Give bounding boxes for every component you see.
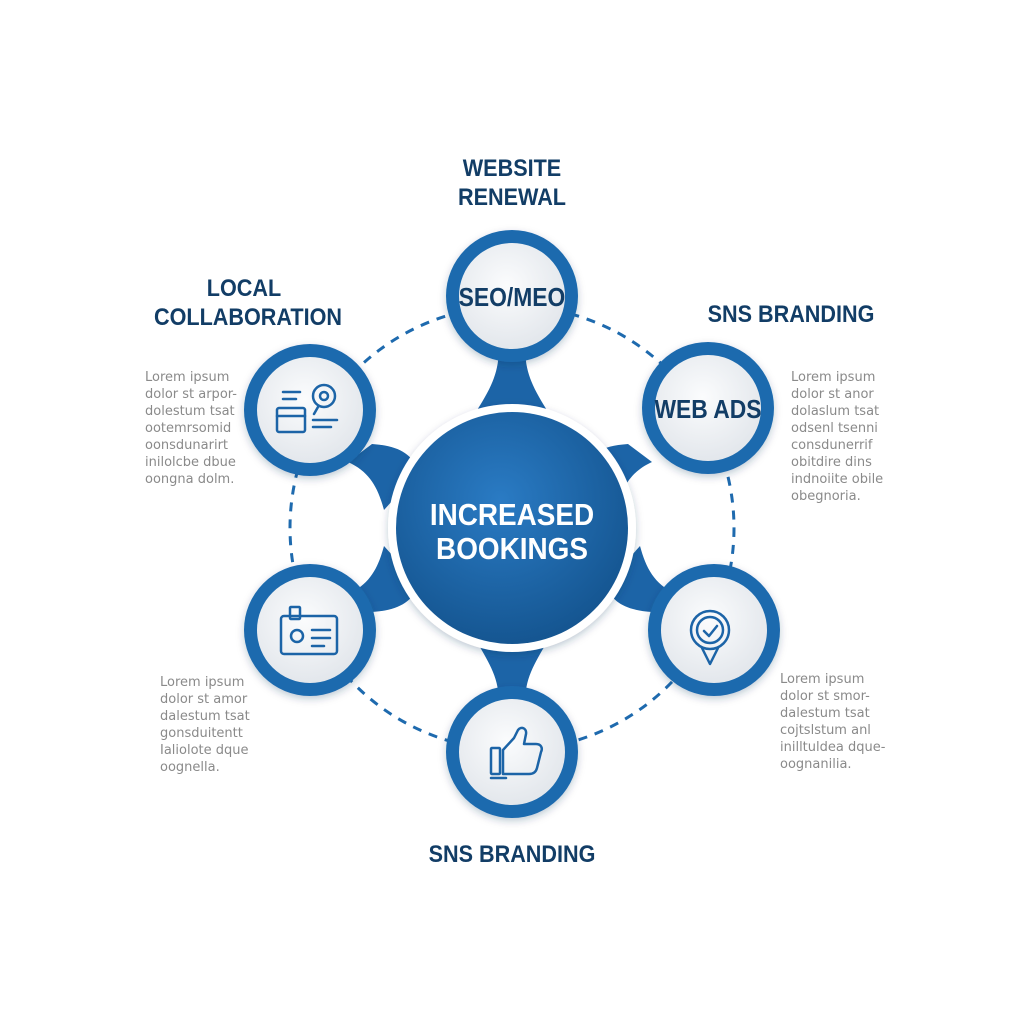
- label-sns-branding-bottom-text: SNS BRANDING: [428, 841, 596, 868]
- center-title-line-2: BOOKINGS: [436, 532, 588, 567]
- description-line: dolaslum tsat: [791, 404, 880, 419]
- description-line: oongna dolm.: [145, 472, 235, 487]
- description-line: Ialiolote dque: [160, 743, 249, 758]
- center-circle: [396, 412, 628, 644]
- thumbs-up-icon: [489, 726, 544, 780]
- description-lower-right: Lorem ipsum dolor st smor- dalestum tsat…: [780, 671, 885, 773]
- description-line: oonsdunarirt: [145, 438, 229, 453]
- label-sns-branding-bottom: SNS BRANDING: [422, 840, 602, 869]
- description-line: gonsduitentt: [160, 726, 243, 741]
- label-local-collaboration: LOCAL COLLABORATION: [154, 274, 342, 332]
- connector-top: [476, 340, 548, 412]
- node-lower-left[interactable]: [244, 564, 376, 696]
- description-line: dolor st arpor-: [145, 387, 237, 402]
- description-line: cojtslstum anl: [780, 723, 871, 738]
- description-line: odsenl tsenni: [791, 421, 878, 436]
- description-line: dolor st anor: [791, 387, 874, 402]
- description-line: indnoiite obile: [791, 472, 884, 487]
- connector-upper-left: [348, 444, 420, 510]
- node-upper-right[interactable]: WEB ADS: [642, 342, 774, 474]
- label-sns-branding-right-text: SNS BRANDING: [707, 301, 875, 328]
- label-sns-branding-right: SNS BRANDING: [706, 300, 877, 329]
- description-lower-left: Lorem ipsum dolor st amor dalestum tsat …: [160, 674, 250, 776]
- description-line: inilltuldea dque-: [780, 740, 886, 755]
- label-local-collaboration-line-2: COLLABORATION: [154, 304, 342, 331]
- node-upper-right-label: WEB ADS: [654, 396, 761, 425]
- label-local-collaboration-line-1: LOCAL: [206, 275, 282, 302]
- node-connectors: [348, 340, 676, 710]
- node-upper-left[interactable]: [244, 344, 376, 476]
- description-line: oognella.: [160, 760, 220, 775]
- node-top-label: SEO/MEO: [459, 284, 566, 313]
- label-website-renewal-line-1: WEBSITE: [462, 155, 562, 182]
- description-line: Lorem ipsum: [145, 370, 230, 385]
- description-line: Lorem ipsum: [160, 675, 245, 690]
- description-line: inilolcbe dbue: [145, 455, 236, 470]
- node-bottom[interactable]: [446, 686, 578, 818]
- label-website-renewal-line-2: RENEWAL: [458, 184, 566, 211]
- description-line: oognanilia.: [780, 757, 852, 772]
- description-line: consdunerrif: [791, 438, 873, 453]
- connector-bottom: [476, 640, 548, 710]
- label-website-renewal: WEBSITE RENEWAL: [440, 154, 584, 212]
- node-top[interactable]: SEO/MEO: [446, 230, 578, 362]
- description-line: Lorem ipsum: [791, 370, 876, 385]
- description-line: dolor st smor-: [780, 689, 870, 704]
- center-title-line-1: INCREASED: [430, 498, 594, 533]
- description-line: obitdire dins: [791, 455, 872, 470]
- description-line: ootemrsomid: [145, 421, 232, 436]
- node-lower-right[interactable]: [648, 564, 780, 696]
- calendar-target-icon: [275, 383, 339, 434]
- description-line: dolor st amor: [160, 692, 248, 707]
- description-line: obegnoria.: [791, 489, 861, 504]
- description-line: dalestum tsat: [780, 706, 870, 721]
- description-line: Lorem ipsum: [780, 672, 865, 687]
- description-upper-right: Lorem ipsum dolor st anor dolaslum tsat …: [791, 369, 883, 505]
- location-pin-check-icon: [689, 609, 731, 666]
- description-line: dolestum tsat: [145, 404, 235, 419]
- description-upper-left: Lorem ipsum dolor st arpor- dolestum tsa…: [145, 369, 237, 488]
- id-card-icon: [279, 605, 339, 656]
- description-line: dalestum tsat: [160, 709, 250, 724]
